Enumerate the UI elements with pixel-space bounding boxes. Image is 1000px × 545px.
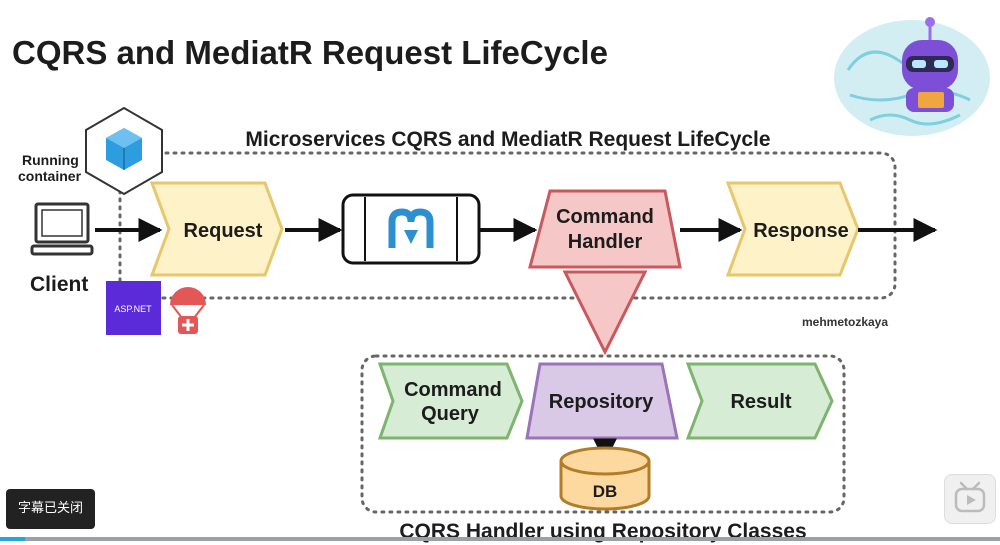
client-label: Client — [30, 273, 88, 296]
result-label: Result — [730, 391, 791, 413]
repository-label: Repository — [549, 391, 654, 413]
aspnet-logo: ASP.NET — [106, 281, 161, 335]
db-label: DB — [593, 482, 618, 501]
response-label: Response — [753, 220, 849, 242]
video-progress-fill — [0, 537, 25, 541]
slide-title: CQRS and MediatR Request LifeCycle — [12, 34, 608, 71]
repository-node — [525, 362, 679, 440]
client-monitor-icon — [30, 202, 94, 256]
subtitle-toggle-button[interactable]: 字幕已关闭 — [6, 489, 95, 529]
running-container-label-1: Running — [22, 152, 79, 168]
command-query-node — [377, 362, 524, 440]
request-node — [149, 181, 284, 277]
mediatr-logo-icon — [388, 208, 434, 248]
play-button[interactable] — [944, 474, 996, 524]
database-node — [559, 446, 651, 511]
request-label: Request — [184, 220, 263, 242]
top-group-label: Microservices CQRS and MediatR Request L… — [245, 128, 770, 151]
command-handler-node — [528, 189, 682, 269]
bottom-group-boundary — [360, 354, 846, 514]
top-group-boundary — [118, 151, 897, 300]
author-watermark: mehmetozkaya — [802, 315, 888, 329]
aspnet-label: ASP.NET — [114, 304, 152, 314]
parachute-icon — [170, 287, 206, 334]
command-handler-label-1: Command — [556, 206, 654, 228]
mediatr-node — [341, 193, 481, 265]
mascot-illustration — [834, 17, 990, 136]
running-container-label-2: container — [18, 168, 82, 184]
container-cube-icon — [85, 106, 163, 196]
command-query-label-1: Command — [404, 379, 502, 401]
command-handler-label-2: Handler — [568, 231, 643, 253]
response-node — [725, 181, 860, 277]
play-icon — [954, 481, 986, 513]
handler-funnel — [562, 270, 648, 356]
command-query-label-2: Query — [421, 403, 480, 425]
video-progress-bar[interactable] — [0, 537, 1000, 541]
result-node — [685, 362, 834, 440]
